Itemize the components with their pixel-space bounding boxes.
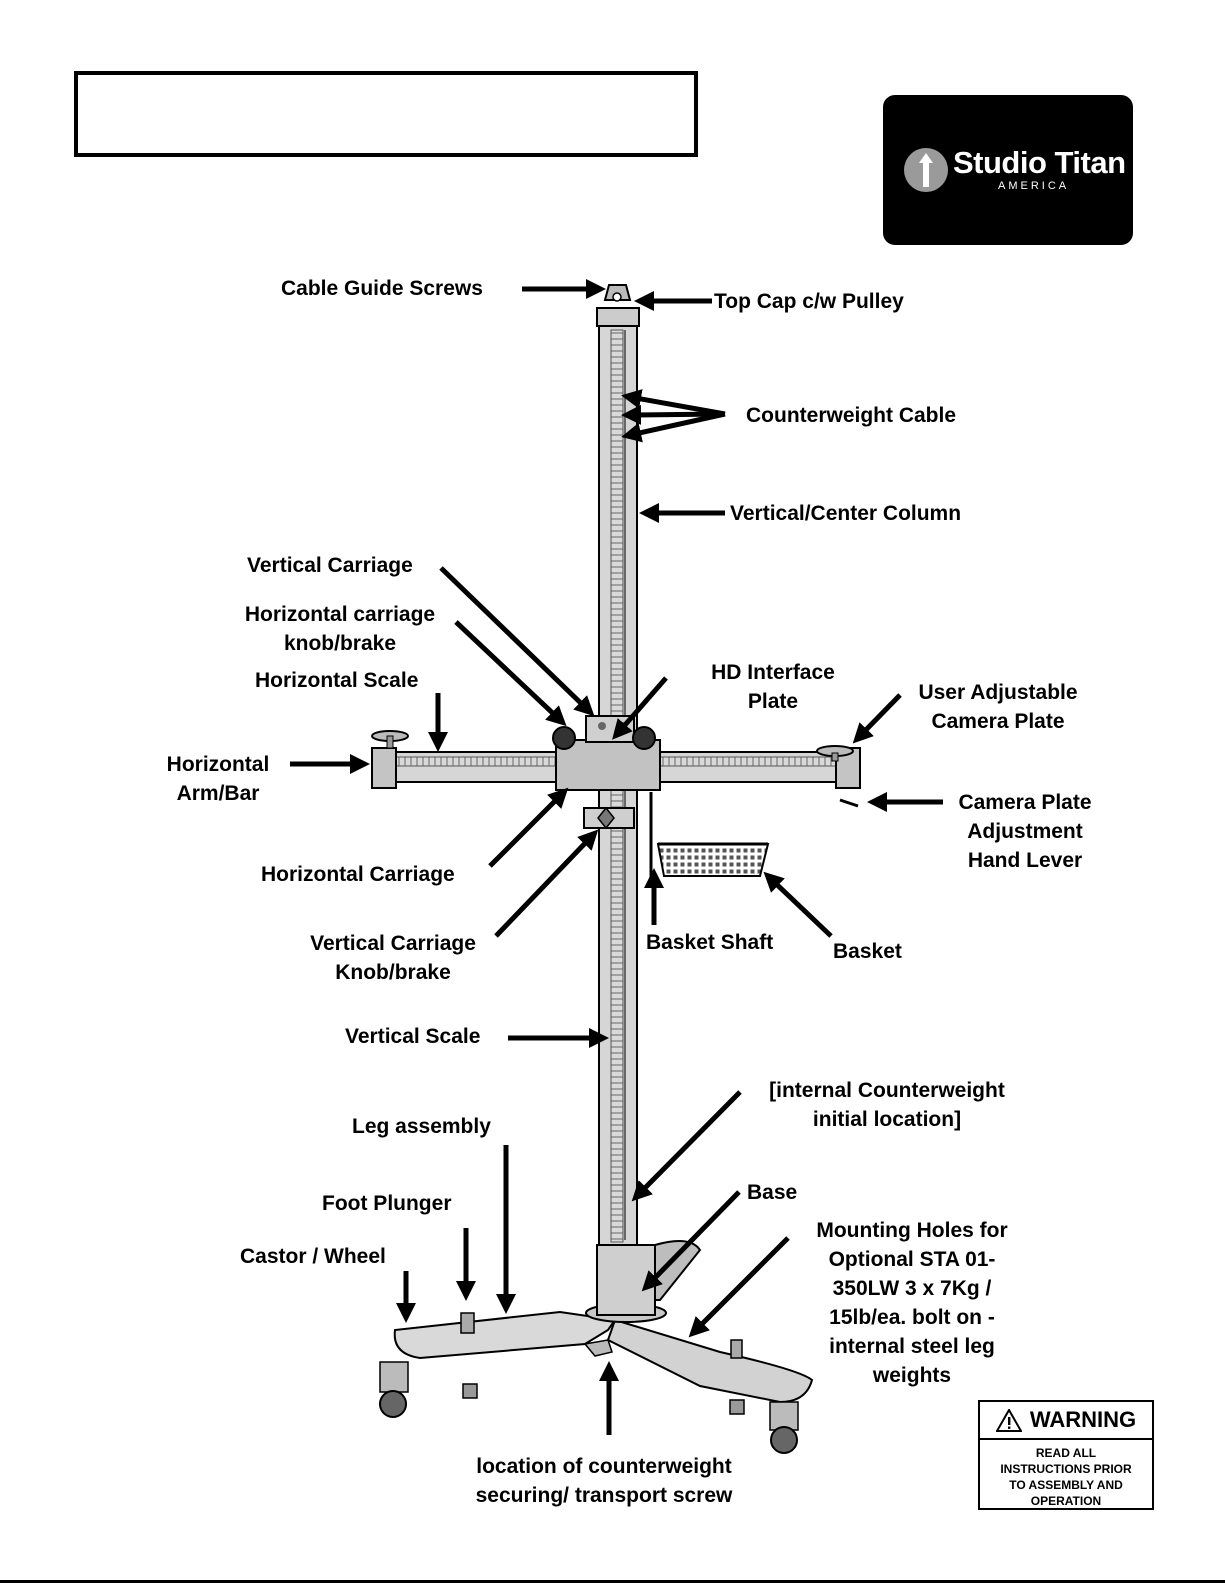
studio-titan-logo-icon: [904, 148, 948, 192]
label-cable-guide-screws: Cable Guide Screws: [281, 277, 483, 300]
label-internal-counterweight: [internal Counterweight initial location…: [769, 1079, 1005, 1131]
label-camera-plate-lever: Camera Plate Adjustment Hand Lever: [958, 791, 1092, 872]
label-leg-assembly: Leg assembly: [352, 1115, 491, 1138]
label-castor-wheel: Castor / Wheel: [240, 1245, 386, 1268]
label-horizontal-arm: Horizontal Arm/Bar: [166, 753, 270, 805]
callout-arrows: [290, 279, 943, 1435]
studio-titan-logo: Studio Titan AMERICA: [883, 95, 1133, 245]
logo-sub: AMERICA: [998, 180, 1070, 192]
label-horizontal-carriage: Horizontal Carriage: [261, 863, 455, 886]
warning-text: READ ALL INSTRUCTIONS PRIOR TO ASSEMBLY …: [1000, 1446, 1132, 1508]
warning-header: WARNING: [980, 1402, 1152, 1440]
label-user-adjustable-camera-plate: User Adjustable Camera Plate: [918, 681, 1078, 733]
warning-box: WARNING READ ALL INSTRUCTIONS PRIOR TO A…: [978, 1400, 1154, 1510]
label-counterweight-screw: location of counterweight securing/ tran…: [475, 1455, 733, 1507]
label-basket: Basket: [833, 940, 902, 963]
basket: [649, 792, 770, 880]
label-horizontal-carriage-knob: Horizontal carriage knob/brake: [244, 603, 436, 655]
castor-right: [769, 1401, 799, 1454]
label-vertical-column: Vertical/Center Column: [730, 502, 962, 525]
vertical-carriage-knob: [597, 806, 615, 830]
label-foot-plunger: Foot Plunger: [322, 1192, 452, 1215]
warning-triangle-icon: [995, 1408, 1022, 1432]
camera-plate-lever: [839, 798, 859, 808]
label-basket-shaft: Basket Shaft: [646, 931, 774, 954]
warning-title: WARNING: [1029, 1407, 1137, 1432]
title-box: [74, 71, 698, 157]
bottom-rule: [0, 1580, 1225, 1583]
label-hd-interface-plate: HD Interface Plate: [711, 661, 835, 713]
logo-brand: Studio Titan: [953, 145, 1126, 180]
horizontal-arm: [371, 715, 861, 830]
label-vertical-scale: Vertical Scale: [345, 1025, 481, 1048]
label-vertical-carriage-knob: Vertical Carriage Knob/brake: [310, 932, 476, 984]
base: [379, 1240, 814, 1454]
label-mounting-holes: Mounting Holes for Optional STA 01- 350L…: [816, 1219, 1008, 1387]
foot-plunger-part: [460, 1312, 475, 1334]
label-counterweight-cable: Counterweight Cable: [746, 404, 957, 427]
horizontal-carriage-knob: [552, 726, 576, 750]
label-base: Base: [747, 1181, 798, 1204]
label-top-cap: Top Cap c/w Pulley: [714, 290, 904, 313]
label-vertical-carriage: Vertical Carriage: [247, 554, 413, 577]
castor-left: [379, 1361, 409, 1418]
label-horizontal-scale: Horizontal Scale: [255, 669, 419, 692]
